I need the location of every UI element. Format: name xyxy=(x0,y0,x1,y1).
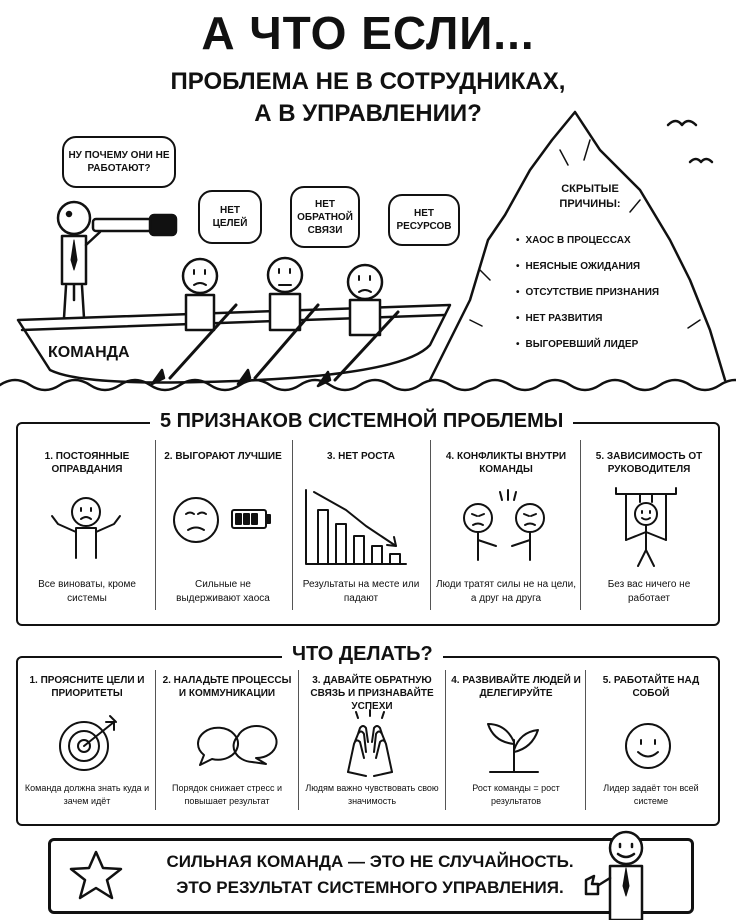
clapping-hands-icon xyxy=(347,709,393,777)
sign-heading-2: 2. ВЫГОРАЮТ ЛУЧШИЕ xyxy=(164,451,282,462)
sprout-icon xyxy=(487,723,539,773)
footer-banner xyxy=(48,838,694,914)
action-caption-1: Команда должна знать куда и зачем идёт xyxy=(24,783,150,806)
smiley-icon xyxy=(625,723,671,769)
action-heading-4: 4. РАЗВИВАЙТЕ ЛЮДЕЙ И ДЕЛЕГИРУЙТЕ xyxy=(451,675,581,699)
puppet-icon xyxy=(615,487,677,567)
signs-title: 5 ПРИЗНАКОВ СИСТЕМНОЙ ПРОБЛЕМЫ xyxy=(150,410,574,433)
sign-heading-5: 5. ЗАВИСИМОСТЬ ОТ РУКОВОДИТЕЛЯ xyxy=(595,451,703,475)
thumbs-up-person-icon xyxy=(584,830,644,920)
seagull-icon xyxy=(666,119,698,127)
boat-icon xyxy=(16,303,452,384)
bubble-no-resources: НЕТ РЕСУРСОВ xyxy=(388,194,460,246)
action-caption-5: Лидер задаёт тон всей системе xyxy=(603,783,699,806)
declining-chart-icon xyxy=(305,489,407,565)
divider xyxy=(155,440,156,610)
action-caption-2: Порядок снижает стресс и повышает резуль… xyxy=(172,783,282,806)
rower-1 xyxy=(150,257,238,386)
bubble-text: НЕТ ОБРАТНОЙ СВЯЗИ xyxy=(297,198,353,236)
iceberg-item: ОТСУТСТВИЕ ПРИЗНАНИЯ xyxy=(516,280,660,306)
sign-caption-1: Все виноваты, кроме системы xyxy=(38,579,136,604)
action-heading-1: 1. ПРОЯСНИТЕ ЦЕЛИ И ПРИОРИТЕТЫ xyxy=(29,675,145,699)
divider xyxy=(430,440,431,610)
divider xyxy=(292,440,293,610)
action-caption-3: Людям важно чувствовать свою значимость xyxy=(305,783,439,806)
leader-speech-bubble: НУ ПОЧЕМУ ОНИ НЕ РАБОТАЮТ? xyxy=(62,136,176,188)
page-subtitle-line1: ПРОБЛЕМА НЕ В СОТРУДНИКАХ, xyxy=(170,68,566,95)
divider xyxy=(585,670,586,810)
iceberg-list: ХАОС В ПРОЦЕССАХ НЕЯСНЫЕ ОЖИДАНИЯ ОТСУТС… xyxy=(516,228,660,358)
iceberg-item: НЕТ РАЗВИТИЯ xyxy=(516,306,659,332)
signs-panel xyxy=(16,422,720,626)
iceberg-item: НЕЯСНЫЕ ОЖИДАНИЯ xyxy=(516,254,659,280)
sign-heading-4: 4. КОНФЛИКТЫ ВНУТРИ КОМАНДЫ xyxy=(445,451,567,475)
shrugging-person-icon xyxy=(51,497,121,559)
iceberg-item: ХАОС В ПРОЦЕССАХ xyxy=(516,228,659,254)
rower-2 xyxy=(236,256,320,386)
divider xyxy=(298,670,299,810)
actions-icons xyxy=(59,709,671,777)
target-icon xyxy=(59,715,117,771)
action-heading-2: 2. НАЛАДЬТЕ ПРОЦЕССЫ И КОММУНИКАЦИИ xyxy=(162,675,292,699)
rower-3 xyxy=(316,263,400,388)
sign-caption-3: Результаты на месте или падают xyxy=(302,579,420,604)
page-title: А ЧТО ЕСЛИ... xyxy=(201,7,535,59)
bubble-no-feedback: НЕТ ОБРАТНОЙ СВЯЗИ xyxy=(290,186,360,248)
action-caption-4: Рост команды = рост результатов xyxy=(472,783,560,806)
footer-line2: ЭТО РЕЗУЛЬТАТ СИСТЕМНОГО УПРАВЛЕНИЯ. xyxy=(176,878,564,897)
sign-heading-3: 3. НЕТ РОСТА xyxy=(327,451,395,462)
speech-bubbles-icon xyxy=(196,725,278,766)
tired-face-low-battery-icon xyxy=(173,497,271,543)
divider xyxy=(580,440,581,610)
bubble-no-goals: НЕТ ЦЕЛЕЙ xyxy=(198,190,262,244)
action-heading-3: 3. ДАВАЙТЕ ОБРАТНУЮ СВЯЗЬ И ПРИЗНАВАЙТЕ … xyxy=(310,675,434,712)
leader-speech-text: НУ ПОЧЕМУ ОНИ НЕ РАБОТАЮТ? xyxy=(68,150,170,174)
iceberg-title: СКРЫТЫЕ ПРИЧИНЫ: xyxy=(559,183,621,210)
action-heading-5: 5. РАБОТАЙТЕ НАД СОБОЙ xyxy=(602,675,700,699)
actions-title: ЧТО ДЕЛАТЬ? xyxy=(282,643,443,666)
divider xyxy=(155,670,156,810)
signs-icons xyxy=(51,487,677,567)
sign-caption-5: Без вас ничего не работает xyxy=(607,579,691,604)
arguing-people-icon xyxy=(463,489,545,561)
star-icon xyxy=(69,850,123,900)
page-subtitle-line2: А В УПРАВЛЕНИИ? xyxy=(254,100,482,127)
divider xyxy=(445,670,446,810)
sign-caption-4: Люди тратят силы не на цели, а друг на д… xyxy=(435,579,577,604)
boat-label: КОМАНДА xyxy=(48,344,130,361)
footer-line1: СИЛЬНАЯ КОМАНДА — ЭТО НЕ СЛУЧАЙНОСТЬ. xyxy=(166,852,574,871)
waves xyxy=(0,378,736,392)
iceberg-item: ВЫГОРЕВШИЙ ЛИДЕР xyxy=(516,332,659,358)
sign-heading-1: 1. ПОСТОЯННЫЕ ОПРАВДАНИЯ xyxy=(44,451,130,475)
sign-caption-2: Сильные не выдерживают хаоса xyxy=(176,579,270,604)
bubble-text: НЕТ РЕСУРСОВ xyxy=(396,208,452,232)
seagull-icon xyxy=(688,157,714,164)
bubble-text: НЕТ ЦЕЛЕЙ xyxy=(212,205,248,229)
